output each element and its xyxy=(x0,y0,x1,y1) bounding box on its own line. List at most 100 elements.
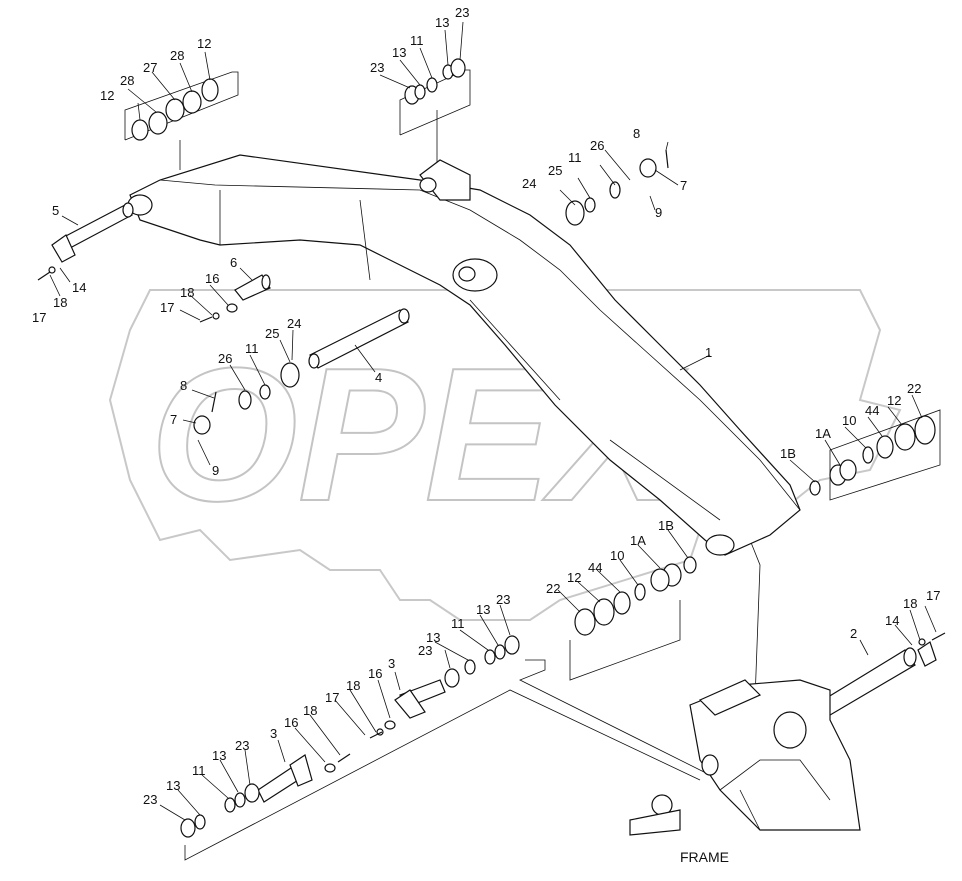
boom-foot-bore xyxy=(705,534,735,556)
label-2: 2 xyxy=(850,626,857,641)
washers xyxy=(37,58,946,838)
label-8: 8 xyxy=(180,378,187,393)
frame-body xyxy=(689,679,861,831)
frame-label: FRAME xyxy=(680,849,729,865)
label-18: 18 xyxy=(53,295,67,310)
part-7a xyxy=(639,158,657,178)
washer-12c xyxy=(894,423,916,451)
label-23: 23 xyxy=(143,792,157,807)
callout-box-right-lower xyxy=(569,600,681,681)
label-16: 16 xyxy=(368,666,382,681)
ring-26b xyxy=(238,390,252,410)
label-1A: 1A xyxy=(630,533,646,548)
pin-2-end xyxy=(903,647,917,667)
boom xyxy=(127,154,801,556)
ring-13a xyxy=(414,84,426,100)
label-4: 4 xyxy=(375,370,382,385)
label-16: 16 xyxy=(284,715,298,730)
ring-10a xyxy=(862,446,874,464)
pin-5 xyxy=(61,204,133,249)
ring-24a xyxy=(565,200,585,226)
label-23: 23 xyxy=(496,592,510,607)
pin-4-end xyxy=(398,308,410,324)
pin-3-upper-plate xyxy=(394,689,426,719)
label-26: 26 xyxy=(590,138,604,153)
label-12: 12 xyxy=(567,570,581,585)
ring-10b xyxy=(634,583,646,601)
label-16: 16 xyxy=(205,271,219,286)
label-25: 25 xyxy=(548,163,562,178)
part-labels: 12 28 27 28 12 23 13 11 13 23 8 26 11 25… xyxy=(32,5,940,807)
washer-27 xyxy=(165,98,185,122)
bolt-8b xyxy=(211,391,217,413)
ring-11b xyxy=(584,197,596,213)
label-13: 13 xyxy=(392,45,406,60)
label-7: 7 xyxy=(170,412,177,427)
label-11: 11 xyxy=(451,616,465,631)
washer-22b xyxy=(574,608,596,636)
label-18: 18 xyxy=(180,285,194,300)
part-7b xyxy=(193,415,211,435)
callout-box-top-center xyxy=(399,69,471,136)
bolt-17a xyxy=(37,271,51,281)
label-8: 8 xyxy=(633,126,640,141)
label-3: 3 xyxy=(388,656,395,671)
label-1B: 1B xyxy=(780,446,796,461)
label-18: 18 xyxy=(903,596,917,611)
label-28: 28 xyxy=(170,48,184,63)
frame-bore xyxy=(701,754,719,776)
label-22: 22 xyxy=(907,381,921,396)
label-23: 23 xyxy=(370,60,384,75)
ring-23d xyxy=(504,635,520,655)
leader-frame xyxy=(749,539,761,701)
washer-18b xyxy=(212,312,220,320)
label-23: 23 xyxy=(418,643,432,658)
washer-12d xyxy=(593,598,615,626)
ring-11d xyxy=(484,649,496,665)
label-17: 17 xyxy=(926,588,940,603)
washer-44a xyxy=(876,435,894,459)
label-13: 13 xyxy=(212,748,226,763)
callout-box-top-left xyxy=(124,71,239,141)
label-12: 12 xyxy=(197,36,211,51)
ring-26a xyxy=(609,181,621,199)
label-17: 17 xyxy=(32,310,46,325)
bolt-17b xyxy=(199,316,213,323)
label-13: 13 xyxy=(166,778,180,793)
label-23: 23 xyxy=(455,5,469,20)
label-11: 11 xyxy=(568,150,582,165)
boom-bracket-bore xyxy=(419,177,437,193)
label-14: 14 xyxy=(72,280,86,295)
ring-1Bb xyxy=(683,556,697,574)
washer-16c xyxy=(324,763,336,773)
pin-5-end xyxy=(122,202,134,218)
label-9: 9 xyxy=(212,463,219,478)
ring-1Ba xyxy=(809,480,821,496)
label-27: 27 xyxy=(143,60,157,75)
washer-18e xyxy=(918,638,926,646)
washer-16b xyxy=(384,720,396,730)
label-44: 44 xyxy=(865,403,879,418)
label-24: 24 xyxy=(522,176,536,191)
label-13: 13 xyxy=(426,630,440,645)
bolt-8a xyxy=(665,149,669,169)
ring-11a xyxy=(426,77,438,93)
washer-12b xyxy=(201,78,219,102)
label-18: 18 xyxy=(303,703,317,718)
frame-detail xyxy=(719,759,831,831)
ring-13f xyxy=(234,792,246,808)
callout-box-right xyxy=(829,409,941,501)
washer-16a xyxy=(226,303,238,313)
label-1: 1 xyxy=(705,345,712,360)
label-11: 11 xyxy=(245,341,259,356)
bolt-17c xyxy=(369,731,383,739)
pin-4-start xyxy=(308,353,320,369)
boom-top-edge xyxy=(159,179,801,511)
label-10: 10 xyxy=(610,548,624,563)
washer-28b xyxy=(182,90,202,114)
label-44: 44 xyxy=(588,560,602,575)
leader-lines xyxy=(49,21,937,821)
ring-23b xyxy=(450,58,466,78)
ring-23e xyxy=(180,818,196,838)
